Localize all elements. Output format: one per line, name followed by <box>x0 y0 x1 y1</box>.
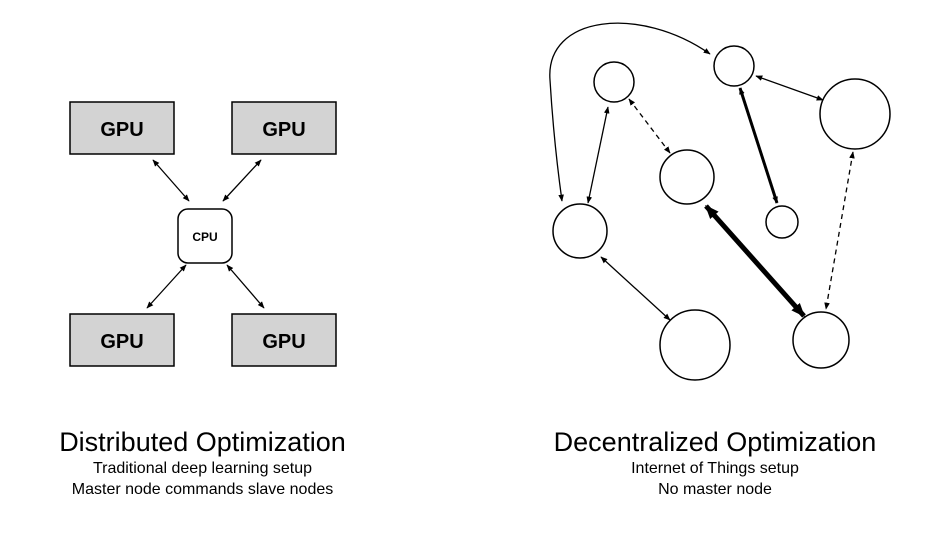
decentralized-subtitle-line-2: No master node <box>658 481 772 498</box>
arrow-curved-top-right-to-left <box>549 22 711 202</box>
node-medium-center <box>659 149 715 205</box>
node-medium-left <box>552 203 608 259</box>
arrow-dashed-large-right-to-bottom-right <box>824 151 855 310</box>
distributed-subtitle-line-1: Traditional deep learning setup <box>92 460 313 477</box>
arrow-dashed-top-left-to-center <box>628 98 671 154</box>
cpu-box <box>177 208 233 264</box>
node-large-right <box>819 78 891 150</box>
node-tiny <box>765 205 799 239</box>
node-small-top-right <box>713 45 755 87</box>
arrow-gpu-bottom-right-cpu <box>226 264 265 309</box>
arrow-gpu-top-right-cpu <box>222 159 262 202</box>
distributed-caption: Distributed Optimization Traditional dee… <box>0 426 405 500</box>
decentralized-title: Decentralized Optimization <box>553 427 877 457</box>
arrow-gpu-bottom-left-cpu <box>146 264 187 309</box>
cpu-label: CPU <box>192 230 217 244</box>
arrow-heavy-center-to-bottom-right <box>704 204 806 318</box>
gpu-box-bottom-right <box>231 313 337 367</box>
arrow-medium-left-to-bottom-center <box>600 256 671 321</box>
gpu-label-top-right: GPU <box>262 119 305 141</box>
distributed-title: Distributed Optimization <box>59 427 346 457</box>
gpu-label-bottom-right: GPU <box>262 331 305 353</box>
node-medium-bottom-right <box>792 311 850 369</box>
gpu-box-bottom-left <box>69 313 175 367</box>
node-small-top-left <box>593 61 635 103</box>
gpu-label-top-left: GPU <box>100 119 143 141</box>
arrow-gpu-top-left-cpu <box>152 159 190 202</box>
gpu-label-bottom-left: GPU <box>100 331 143 353</box>
decentralized-diagram <box>549 22 891 381</box>
gpu-box-top-left <box>69 101 175 155</box>
arrow-top-right-to-large-right <box>755 75 824 101</box>
distributed-subtitle-line-2: Master node commands slave nodes <box>71 481 334 498</box>
node-large-bottom-center <box>659 309 731 381</box>
distributed-diagram: GPU GPU GPU GPU CPU <box>69 101 337 367</box>
arrow-bold-top-right-to-tiny <box>738 87 779 204</box>
decentralized-caption: Decentralized Optimization Internet of T… <box>500 426 930 500</box>
decentralized-subtitle-line-1: Internet of Things setup <box>631 460 799 477</box>
gpu-box-top-right <box>231 101 337 155</box>
arrow-top-left-to-medium-left <box>586 106 610 204</box>
